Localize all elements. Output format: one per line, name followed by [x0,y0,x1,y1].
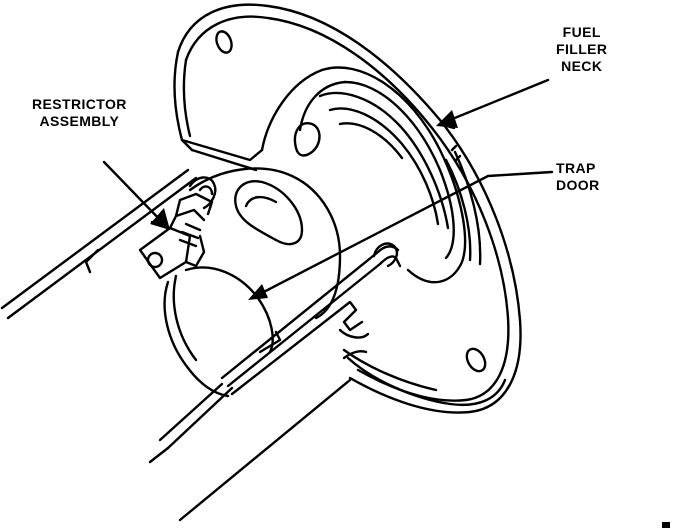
label-trap-door-line2: DOOR [556,177,600,193]
restrictor-assembly-leader [102,160,168,228]
label-trap-door: TRAP DOOR [556,160,600,194]
label-trap-door-line1: TRAP [556,160,596,176]
strap-tab [372,242,399,268]
tube-bottom-edge [178,378,352,522]
neck-throat-outer [260,66,467,284]
label-restrictor-assembly-line1: RESTRICTOR [32,96,127,112]
tube-seam-upper [84,248,100,274]
trap-door-arrowhead [248,284,268,300]
mounting-hole-top [215,30,233,54]
mounting-hole-bottom [465,347,487,373]
label-fuel-filler-neck-line3: NECK [561,58,603,74]
restrictor-assembly [138,176,217,280]
label-fuel-filler-neck-line2: FILLER [556,41,608,57]
trap-door-edge [184,266,274,354]
fuel-filler-neck-arrowhead [436,110,458,128]
restrictor-assembly-arrowhead [150,208,170,230]
label-restrictor-assembly-line2: ASSEMBLY [39,113,120,129]
ring-slot [234,180,304,246]
neck-throat-inner [298,80,455,260]
tube-upper-edge [6,176,198,320]
flange-rim-inner [184,15,510,402]
trap-door-leader [250,170,554,300]
label-restrictor-assembly: RESTRICTOR ASSEMBLY [32,96,127,130]
fuel-filler-neck-leader [438,78,550,126]
flange-left-edge [173,50,194,152]
inner-ring-face [188,167,342,320]
label-fuel-filler-neck: FUEL FILLER NECK [556,24,607,75]
top-tab [293,122,321,157]
tube-lower-edge [166,386,234,450]
flange-outer-edge [176,3,522,414]
flange-lower-lip [346,356,507,407]
label-fuel-filler-neck-line1: FUEL [562,24,601,40]
